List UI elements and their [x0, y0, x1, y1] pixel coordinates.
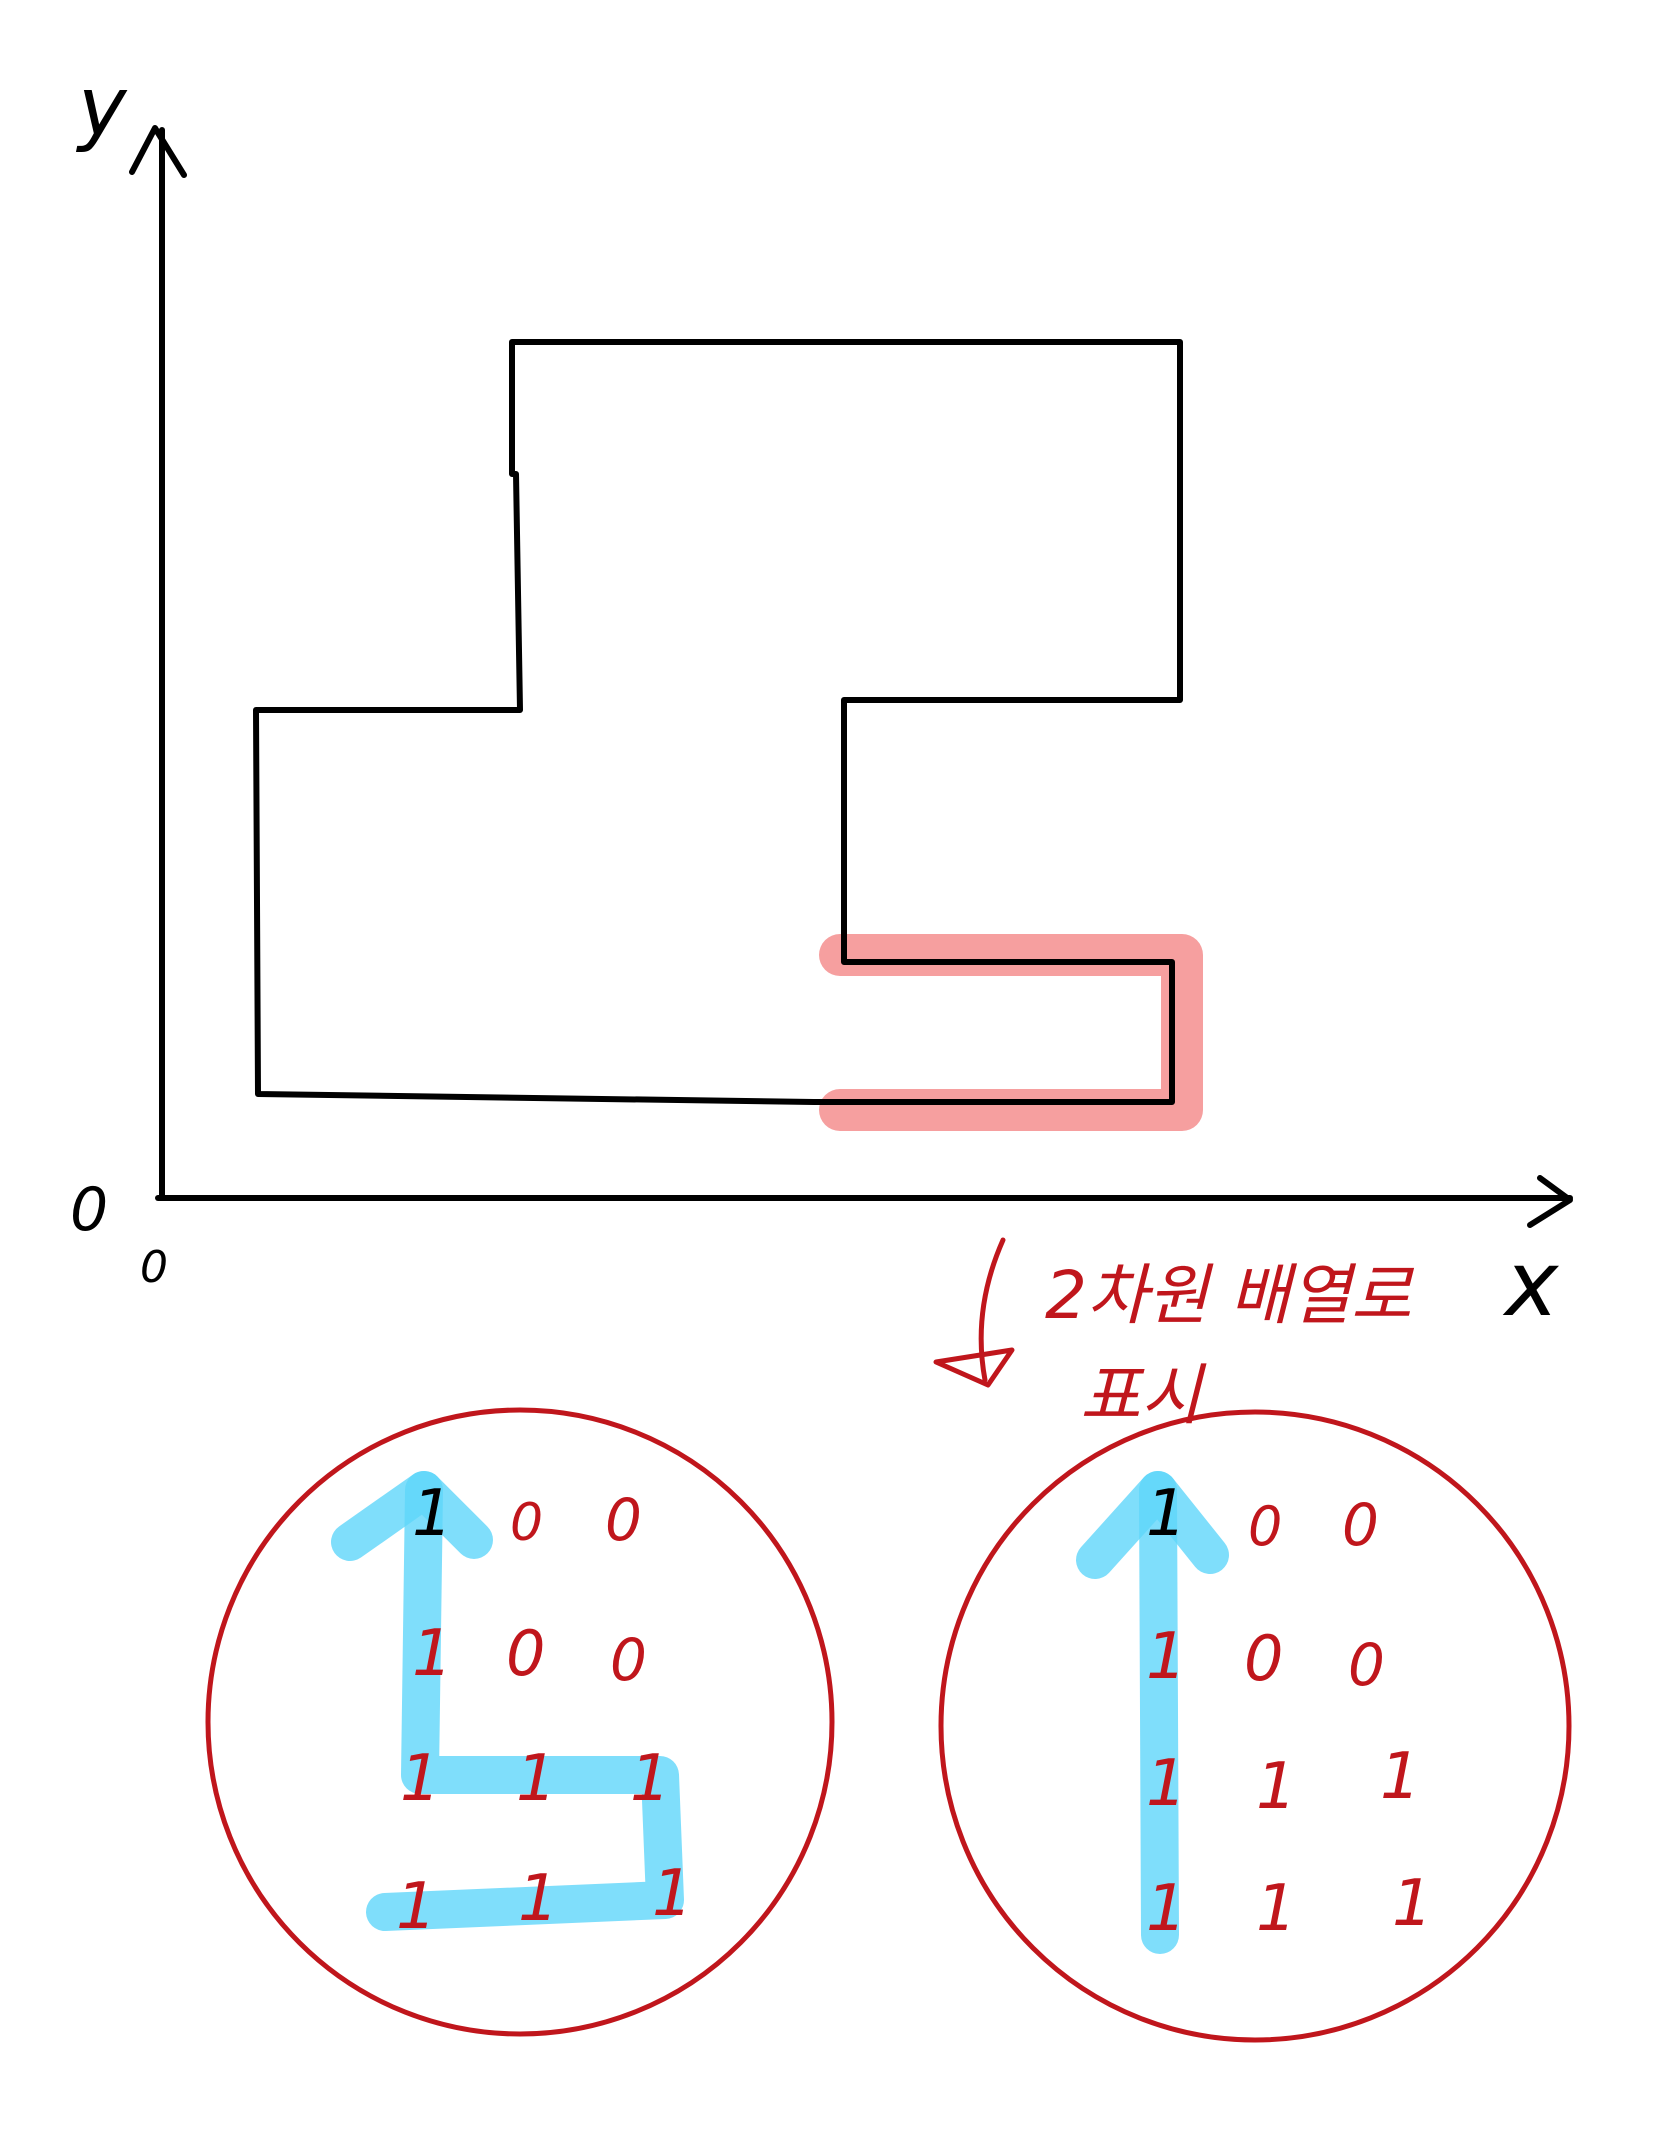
grid-cell: 1 [1146, 1620, 1187, 1694]
grid-cell: 1 [516, 1742, 557, 1816]
grid-cell: 1 [412, 1477, 453, 1551]
x-axis-label: x [1502, 1232, 1560, 1337]
grid-cell: 1 [630, 1742, 671, 1816]
grid-cell: 1 [1146, 1747, 1187, 1821]
grid-cell: 1 [652, 1857, 693, 1931]
grid-circle-right: 1 0 0 1 0 0 1 1 1 1 1 1 [938, 1409, 1572, 2043]
highlight-notch [819, 934, 1203, 1131]
y-axis-label: y [75, 60, 128, 155]
region-polygon [253, 339, 1183, 1105]
origin-label-x: 0 [140, 1242, 168, 1293]
origin-label-y: 0 [70, 1175, 108, 1245]
annotation-text-line2: 표시 [1080, 1357, 1207, 1434]
grid-cell: 1 [396, 1870, 437, 1944]
traversal-arrowhead-left [331, 1471, 493, 1561]
grid-cell: 1 [412, 1617, 453, 1691]
grid-values-right: 1 0 0 1 0 0 1 1 1 1 1 1 [1146, 1477, 1433, 1946]
grid-cell: 0 [506, 1617, 545, 1690]
grid-cell: 1 [1146, 1477, 1187, 1551]
grid-cell: 1 [400, 1742, 441, 1816]
grid-cell: 0 [1348, 1631, 1385, 1699]
grid-cell: 0 [1248, 1495, 1282, 1558]
annotation-arrow [933, 1237, 1015, 1388]
grid-cell: 1 [1380, 1740, 1421, 1814]
grid-circle-left: 1 0 0 1 0 0 1 1 1 1 1 1 [205, 1407, 835, 2037]
coordinate-axes [129, 125, 1573, 1228]
grid-cell: 1 [1392, 1867, 1433, 1941]
grid-cell: 0 [610, 1626, 647, 1694]
grid-cell: 0 [1342, 1491, 1379, 1559]
grid-cell: 1 [1256, 1872, 1297, 1946]
grid-cell: 0 [510, 1493, 543, 1553]
grid-cell: 1 [1146, 1872, 1187, 1946]
x-axis-arrowhead [1527, 1175, 1573, 1228]
traversal-path-snake [366, 1471, 684, 1931]
y-axis-arrowhead [129, 125, 187, 178]
grid-cell: 0 [605, 1486, 642, 1554]
circle-outline-right [938, 1409, 1572, 2043]
grid-cell: 0 [1244, 1622, 1283, 1695]
traversal-arrowhead-right [1076, 1471, 1229, 1579]
grid-cell: 1 [1256, 1750, 1297, 1824]
annotation-text-line1: 2차원 배열로 [1045, 1257, 1415, 1334]
grid-cell: 1 [518, 1862, 559, 1936]
region-outline [253, 339, 1203, 1131]
circle-outline-left [205, 1407, 835, 2037]
traversal-path-straight [1139, 1471, 1179, 1954]
grid-values-left: 1 0 0 1 0 0 1 1 1 1 1 1 [396, 1477, 693, 1944]
